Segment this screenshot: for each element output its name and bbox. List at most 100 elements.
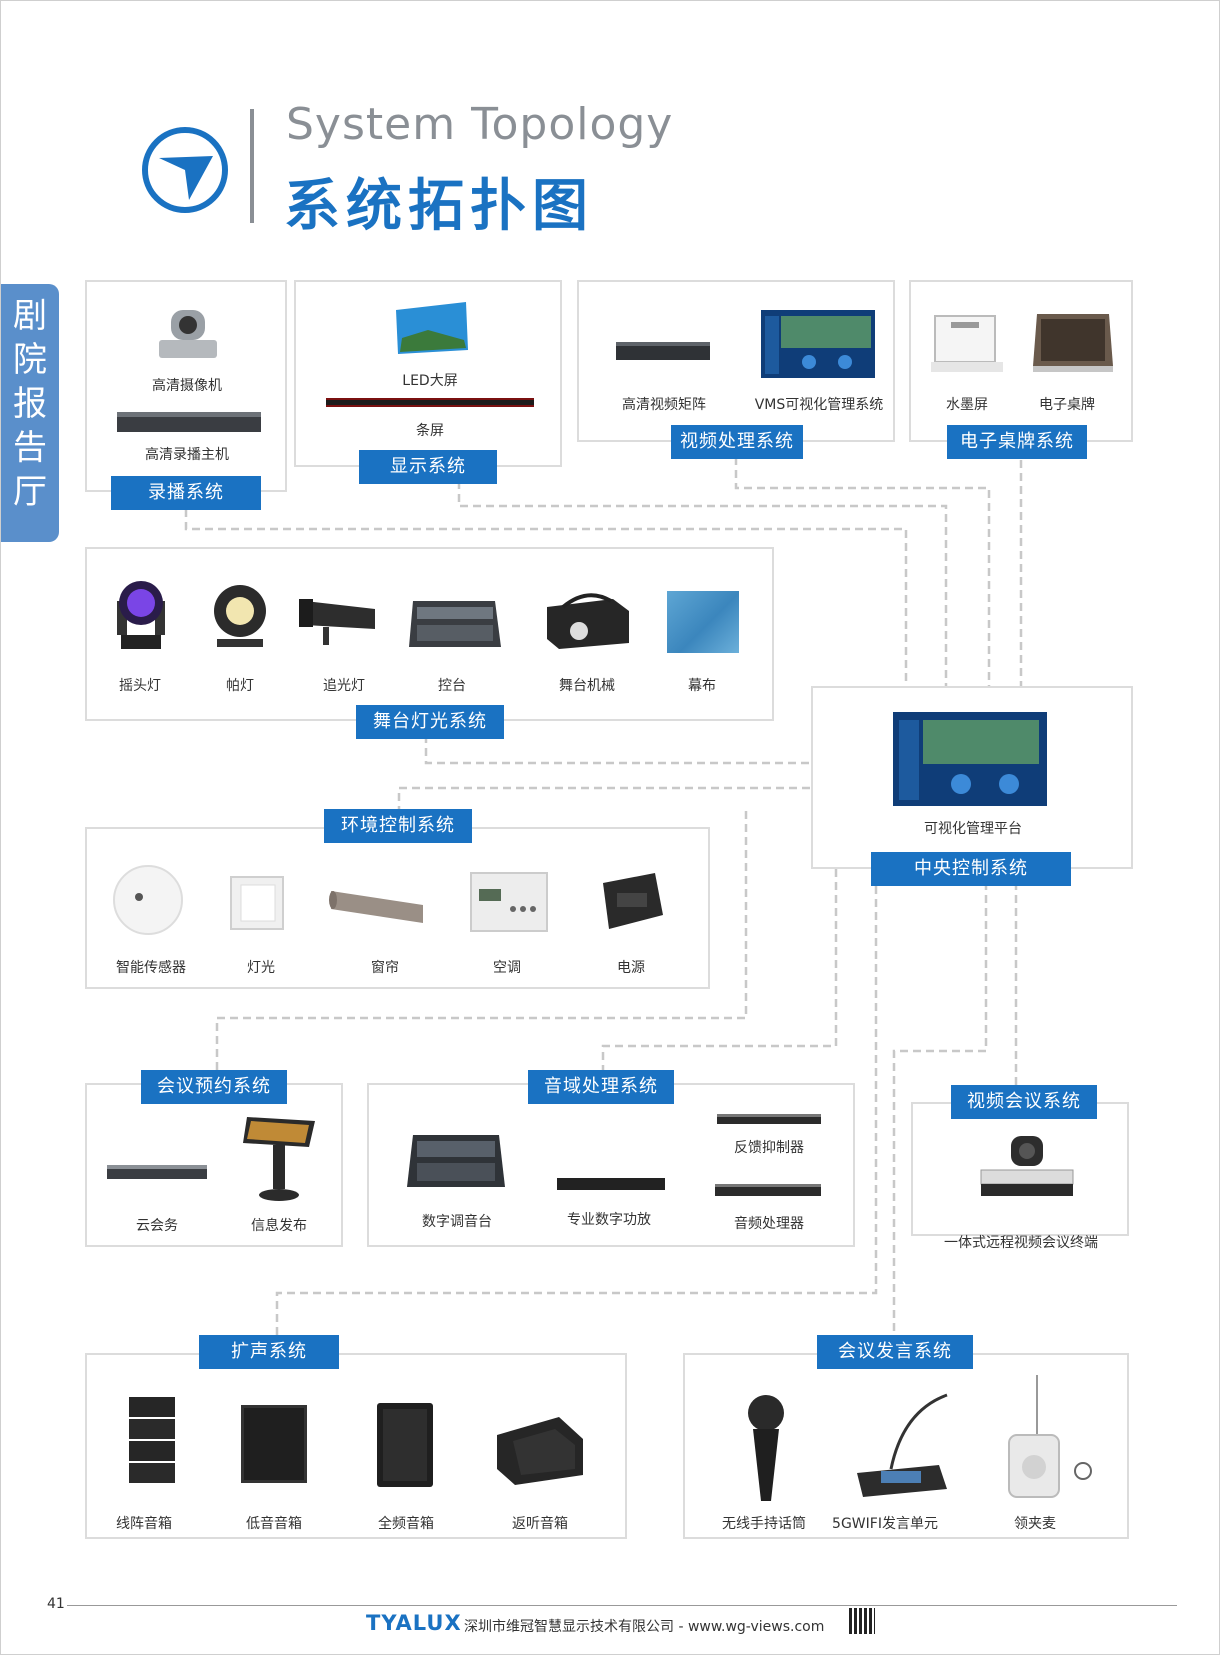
power-socket-icon	[603, 873, 663, 929]
tag-video-processing-system: 视频处理系统	[671, 425, 803, 459]
device-label: 灯光	[247, 960, 275, 976]
device-label: 一体式远程视频会议终端	[944, 1235, 1098, 1251]
tag-environment-control-system: 环境控制系统	[324, 809, 472, 843]
lighting-panel-icon	[230, 876, 284, 930]
device-label: 信息发布	[251, 1218, 307, 1234]
device-label: 线阵音箱	[116, 1516, 172, 1532]
hd-camera-icon	[159, 310, 217, 358]
stage-machinery-icon	[547, 593, 629, 649]
device-label: 追光灯	[323, 678, 365, 694]
tag-speech-system: 会议发言系统	[817, 1335, 973, 1369]
video-processing-box: 高清视频矩阵 VMS可视化管理系统	[577, 280, 895, 442]
video-conference-box: 一体式远程视频会议终端	[911, 1102, 1129, 1251]
speech-system-box: 无线手持话筒 5GWIFI发言单元 领夹麦	[683, 1353, 1129, 1539]
pa-system-box: 线阵音箱 低音音箱 全频音箱 返听音箱	[85, 1353, 627, 1539]
tag-recording-system: 录播系统	[111, 476, 261, 510]
device-label: 条屏	[416, 423, 444, 439]
device-label: 电子桌牌	[1039, 397, 1095, 413]
air-conditioner-controller-icon	[470, 872, 548, 932]
line-array-speaker-icon	[129, 1397, 175, 1483]
device-label: LED大屏	[402, 373, 458, 389]
footer-divider	[67, 1605, 1177, 1606]
device-label: 无线手持话筒	[722, 1516, 806, 1532]
digital-amplifier-icon	[557, 1178, 665, 1190]
audio-processor-icon	[715, 1184, 821, 1196]
electronic-nameplate-icon	[1033, 314, 1113, 372]
device-label: 专业数字功放	[567, 1212, 651, 1228]
page-number: 41	[47, 1596, 65, 1612]
visual-management-platform-icon	[893, 712, 1047, 806]
side-label-text: 剧院报告厅	[13, 296, 47, 512]
title-cn: 系统拓扑图	[284, 174, 594, 239]
device-label: 5GWIFI发言单元	[832, 1516, 938, 1532]
moving-head-light-icon	[117, 581, 165, 649]
wireless-handheld-mic-icon	[748, 1395, 784, 1501]
logo-icon	[142, 127, 228, 213]
cloud-meeting-server-icon	[107, 1165, 207, 1179]
tag-display-system: 显示系统	[359, 450, 497, 484]
tag-pa-system: 扩声系统	[199, 1335, 339, 1369]
device-label: VMS可视化管理系统	[754, 397, 884, 413]
tag-meeting-booking-system: 会议预约系统	[141, 1070, 287, 1104]
stage-lighting-box: 摇头灯 帕灯 追光灯 控台 舞台机械 幕布	[85, 547, 774, 721]
tag-video-conference-system: 视频会议系统	[951, 1085, 1097, 1119]
display-system-box: LED大屏 条屏	[294, 280, 562, 467]
e-nameplate-box: 水墨屏 电子桌牌	[909, 280, 1133, 442]
side-label: 剧院报告厅	[1, 284, 59, 542]
bar-screen-icon	[326, 398, 534, 407]
lavalier-mic-icon	[1008, 1375, 1092, 1498]
company-info: 深圳市维冠智慧显示技术有限公司 - www.wg-views.com	[464, 1619, 825, 1635]
title-en: System Topology	[286, 99, 674, 150]
device-label: 电源	[617, 960, 645, 976]
device-label: 低音音箱	[246, 1516, 302, 1532]
device-label: 高清视频矩阵	[622, 397, 706, 413]
digital-mixer-icon	[407, 1135, 505, 1187]
device-label: 窗帘	[371, 960, 399, 976]
audio-processing-box: 数字调音台 专业数字功放 反馈抑制器 音频处理器	[367, 1083, 855, 1247]
qr-code-icon	[849, 1608, 875, 1634]
e-ink-screen-icon	[931, 315, 1003, 372]
device-label: 高清摄像机	[152, 378, 222, 394]
device-label: 舞台机械	[559, 678, 615, 694]
device-label: 云会务	[136, 1218, 178, 1234]
recorder-host-icon	[117, 412, 261, 432]
device-label: 反馈抑制器	[734, 1140, 804, 1156]
curtain-icon	[667, 591, 739, 653]
subwoofer-icon	[241, 1405, 307, 1483]
monitor-speaker-icon	[497, 1417, 583, 1485]
feedback-suppressor-icon	[717, 1114, 821, 1124]
brand-logo: TYALUX	[366, 1611, 462, 1635]
tag-central-control-system: 中央控制系统	[871, 852, 1071, 886]
device-label: 领夹麦	[1014, 1516, 1056, 1532]
title-divider	[250, 109, 254, 223]
info-kiosk-icon	[243, 1117, 315, 1201]
device-label: 幕布	[688, 678, 716, 694]
curtain-motor-icon	[329, 891, 423, 923]
central-control-box: 可视化管理平台	[811, 686, 1133, 869]
device-label: 高清录播主机	[145, 447, 229, 463]
device-label: 返听音箱	[512, 1516, 568, 1532]
device-label: 音频处理器	[734, 1216, 804, 1232]
meeting-booking-box: 云会务 信息发布	[85, 1083, 343, 1247]
environment-control-box: 智能传感器 灯光 窗帘 空调 电源	[85, 827, 710, 989]
par-light-icon	[214, 585, 266, 647]
led-screen-icon	[396, 302, 468, 354]
tag-stage-lighting-system: 舞台灯光系统	[356, 705, 504, 739]
tag-audio-processing-system: 音域处理系统	[528, 1070, 674, 1104]
device-label: 全频音箱	[378, 1516, 434, 1532]
tag-e-nameplate-system: 电子桌牌系统	[947, 425, 1087, 459]
device-label: 帕灯	[226, 678, 254, 694]
device-label: 水墨屏	[946, 397, 988, 413]
device-label: 数字调音台	[422, 1214, 492, 1230]
video-conference-terminal-icon	[980, 1136, 1074, 1196]
recording-system-box: 高清摄像机 高清录播主机	[85, 280, 287, 492]
device-label: 摇头灯	[119, 678, 161, 694]
speech-unit-icon	[857, 1393, 948, 1497]
vms-screen-icon	[761, 310, 875, 378]
device-label: 控台	[438, 678, 466, 694]
device-label: 可视化管理平台	[924, 821, 1022, 837]
video-matrix-icon	[616, 342, 710, 360]
lighting-console-icon	[409, 601, 501, 647]
